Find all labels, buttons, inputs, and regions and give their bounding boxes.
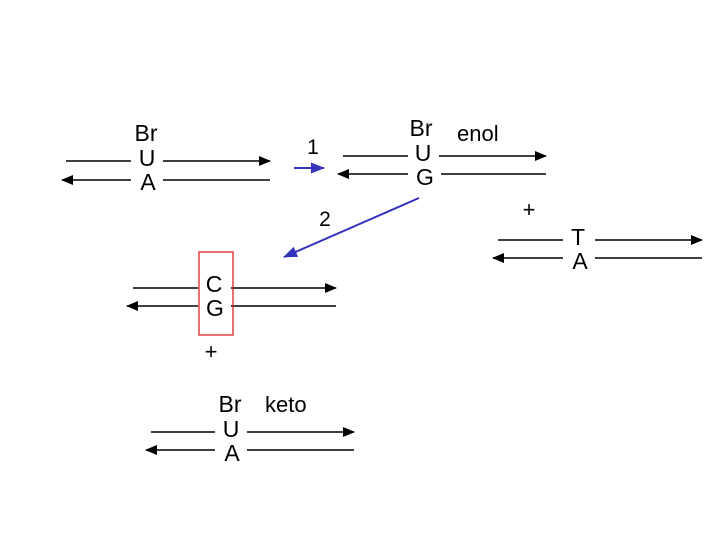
step-2-arrow (283, 197, 420, 258)
top-base: C (206, 271, 223, 297)
keto-label: keto (265, 392, 307, 417)
step-2: 2 (283, 197, 420, 258)
panel-bru-a-keto: Br keto U A (145, 391, 355, 466)
panel-t-a: T A (492, 224, 703, 274)
panel-bru-a-start: Br U A (61, 120, 271, 195)
step-2-label: 2 (319, 208, 331, 231)
step-1-label: 1 (307, 136, 319, 159)
top-base: U (139, 145, 156, 171)
panel-bru-g-enol: Br enol U G (337, 115, 547, 190)
bottom-base: A (140, 169, 156, 195)
bromo-label: Br (219, 391, 242, 417)
panel-c-g: C G (126, 251, 337, 336)
bottom-base: G (206, 295, 224, 321)
plus-sign-right: + (523, 197, 536, 222)
bottom-base: A (224, 440, 240, 466)
step-1: 1 (294, 136, 325, 174)
top-base: U (415, 140, 432, 166)
bottom-base: G (416, 164, 434, 190)
bromo-label: Br (135, 120, 158, 146)
bottom-base: A (572, 248, 588, 274)
enol-label: enol (457, 121, 499, 146)
top-base: T (571, 224, 585, 250)
top-base: U (223, 416, 240, 442)
plus-sign-left: + (205, 339, 218, 364)
highlight-box (198, 251, 234, 336)
bromo-label: Br (410, 115, 433, 141)
